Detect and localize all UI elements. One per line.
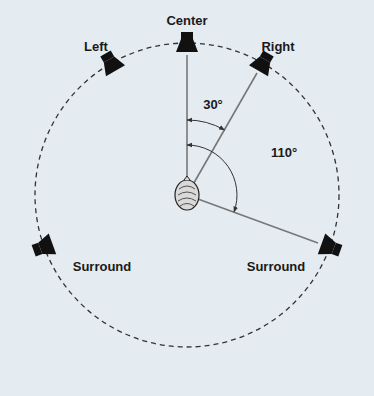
speaker-icon xyxy=(30,234,56,262)
speaker-label: Left xyxy=(84,40,108,53)
speakers xyxy=(30,32,344,261)
angle-label: 30° xyxy=(203,98,223,111)
center-line xyxy=(186,55,188,195)
angle-label: 110° xyxy=(271,146,297,159)
speaker-label: Surround xyxy=(247,260,306,273)
speaker-label: Right xyxy=(261,40,294,53)
speaker-label: Surround xyxy=(73,260,132,273)
right-line xyxy=(187,73,257,195)
speaker-icon xyxy=(318,234,344,262)
angle-arc-30 xyxy=(187,120,225,130)
speaker-label: Center xyxy=(166,14,207,27)
speaker-icon xyxy=(176,32,198,52)
listening-circle xyxy=(35,43,339,347)
sight-lines xyxy=(187,55,318,243)
listener-head xyxy=(175,176,199,210)
surround-line xyxy=(187,195,318,243)
